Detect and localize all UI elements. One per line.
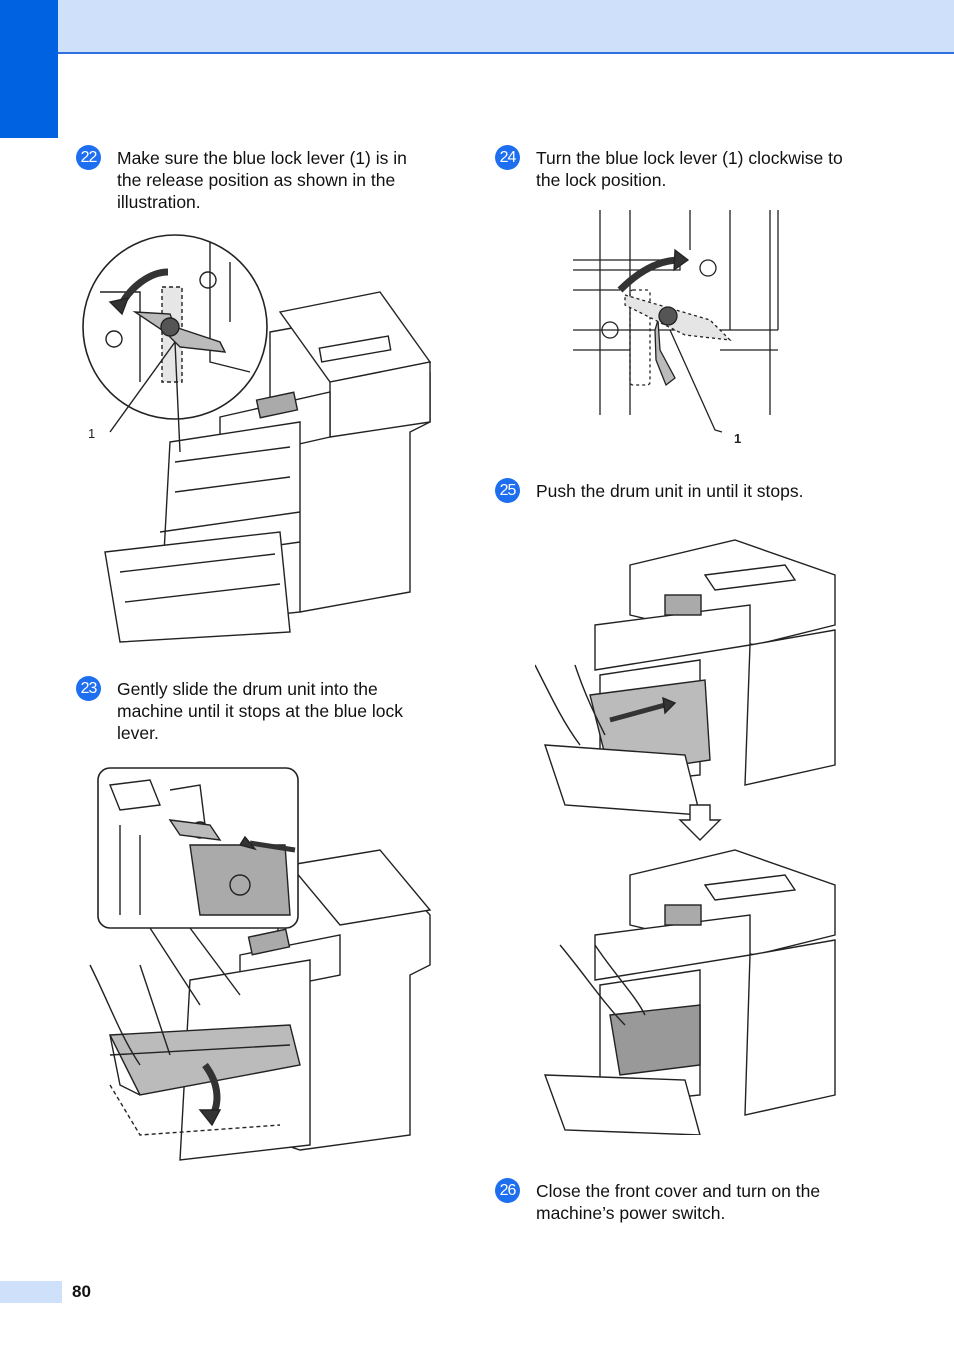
step-25: 25 Push the drum unit in until it stops. [495, 478, 875, 503]
figure-push-drum [535, 535, 845, 1135]
figure-slide-drum [80, 765, 440, 1170]
step-text: Close the front cover and turn on the ma… [536, 1181, 821, 1223]
step-text: Make sure the blue lock lever (1) is in … [117, 148, 407, 212]
step-number-badge: 24 [495, 145, 520, 170]
step-26: 26 Close the front cover and turn on the… [495, 1178, 875, 1224]
step-23: 23 Gently slide the drum unit into the m… [76, 676, 436, 744]
header-band [0, 0, 954, 54]
figure-release-lever: 1 [80, 232, 440, 652]
step-text: Gently slide the drum unit into the mach… [117, 679, 403, 743]
step-number-badge: 25 [495, 478, 520, 503]
chapter-tab [0, 0, 58, 138]
step-number-badge: 26 [495, 1178, 520, 1203]
page-number-bar [0, 1281, 62, 1303]
step-24: 24 Turn the blue lock lever (1) clockwis… [495, 145, 875, 191]
callout-label: 1 [88, 426, 95, 441]
step-number-badge: 23 [76, 676, 101, 701]
step-text: Push the drum unit in until it stops. [536, 481, 804, 501]
figure-lock-lever: 1 [570, 210, 785, 450]
step-22: 22 Make sure the blue lock lever (1) is … [76, 145, 436, 213]
page-number: 80 [72, 1282, 91, 1301]
step-number-badge: 22 [76, 145, 101, 170]
step-text: Turn the blue lock lever (1) clockwise t… [536, 148, 843, 190]
callout-label: 1 [734, 431, 741, 446]
